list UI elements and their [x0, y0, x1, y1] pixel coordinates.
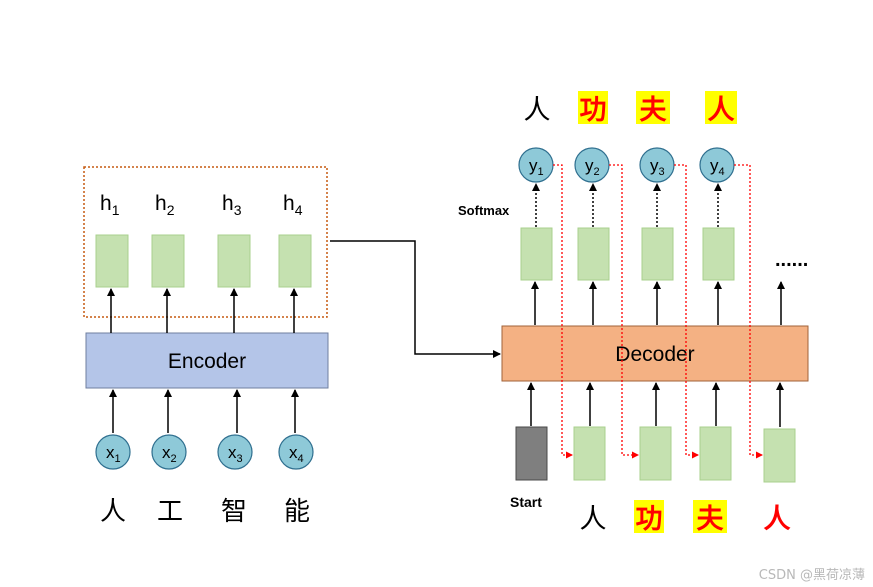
output-char-3: 夫	[640, 95, 668, 126]
start-label: Start	[510, 494, 542, 510]
feedback-arrows	[553, 164, 763, 459]
decoder-input-highlight-2	[634, 500, 664, 533]
decoder-input-arrows	[527, 382, 784, 427]
decoder-input-box-3	[699, 426, 732, 481]
decoder-input-char-1: 人	[580, 504, 607, 535]
output-highlight-4	[705, 91, 737, 124]
output-label-1: y1	[529, 156, 544, 178]
encoder-to-hidden-arrows	[107, 288, 298, 333]
encoder-input-char-1: 人	[100, 497, 126, 527]
output-highlight-2	[578, 91, 608, 124]
input-label-3: x3	[228, 443, 243, 465]
input-circle-4	[278, 434, 314, 470]
output-chars: 人 功 夫 人	[524, 91, 737, 126]
decoder-input-box-1	[573, 426, 606, 481]
hidden-box-1	[95, 234, 129, 288]
softmax-label: Softmax	[458, 203, 510, 218]
encoder-block	[85, 332, 329, 389]
input-to-encoder-arrows	[109, 389, 299, 433]
decoder-ellipsis: ......	[775, 249, 808, 271]
softmax-arrows	[532, 183, 722, 227]
hidden-states-container	[83, 166, 328, 318]
decoder-input-char-2: 功	[636, 504, 663, 535]
input-circle-1	[95, 434, 131, 470]
decoder-input-highlight-3	[693, 500, 727, 533]
output-label-2: y2	[585, 156, 600, 178]
encoder-input-char-4: 能	[284, 497, 310, 527]
decoder-output-box-1	[520, 227, 553, 281]
decoder-output-box-3	[641, 227, 674, 281]
decoder-block	[501, 325, 809, 382]
encoder-label: Encoder	[168, 350, 246, 373]
context-connector-arrow	[330, 240, 501, 358]
start-token-box	[515, 426, 548, 481]
input-label-2: x2	[162, 443, 177, 465]
output-highlight-3	[636, 91, 670, 124]
encoder-input-char-2: 工	[157, 497, 183, 527]
decoder-input-box-2	[639, 426, 672, 481]
decoder-output-boxes	[520, 227, 735, 281]
hidden-label-3: h3	[222, 192, 242, 218]
decoder-output-box-2	[577, 227, 610, 281]
output-char-1: 人	[524, 95, 551, 126]
input-label-1: x1	[106, 443, 121, 465]
hidden-label-1: h1	[100, 192, 120, 218]
encoder-input-char-3: 智	[221, 497, 247, 527]
hidden-label-2: h2	[155, 192, 175, 218]
hidden-label-4: h4	[283, 192, 303, 218]
watermark: CSDN @黑荷凉薄	[758, 568, 865, 583]
decoder-input-chars: 人 功 夫 人	[580, 500, 791, 535]
decoder-input-char-4: 人	[764, 504, 791, 535]
decoder-input-box-4	[763, 428, 796, 483]
output-circles	[518, 147, 735, 183]
hidden-box-2	[151, 234, 185, 288]
decoder-output-box-4	[702, 227, 735, 281]
input-label-4: x4	[289, 443, 304, 465]
output-label-3: y3	[650, 156, 665, 178]
hidden-box-4	[278, 234, 312, 288]
output-char-2: 功	[580, 95, 607, 126]
input-circle-3	[217, 434, 253, 470]
input-circles	[95, 434, 314, 470]
output-label-4: y4	[710, 156, 725, 178]
output-char-4: 人	[708, 95, 735, 126]
decoder-label: Decoder	[615, 343, 694, 366]
hidden-box-3	[217, 234, 251, 288]
input-circle-2	[151, 434, 187, 470]
hidden-state-boxes	[95, 234, 312, 288]
decoder-to-output-arrows	[531, 281, 785, 325]
decoder-input-char-3: 夫	[697, 504, 725, 535]
decoder-input-boxes	[573, 426, 796, 483]
